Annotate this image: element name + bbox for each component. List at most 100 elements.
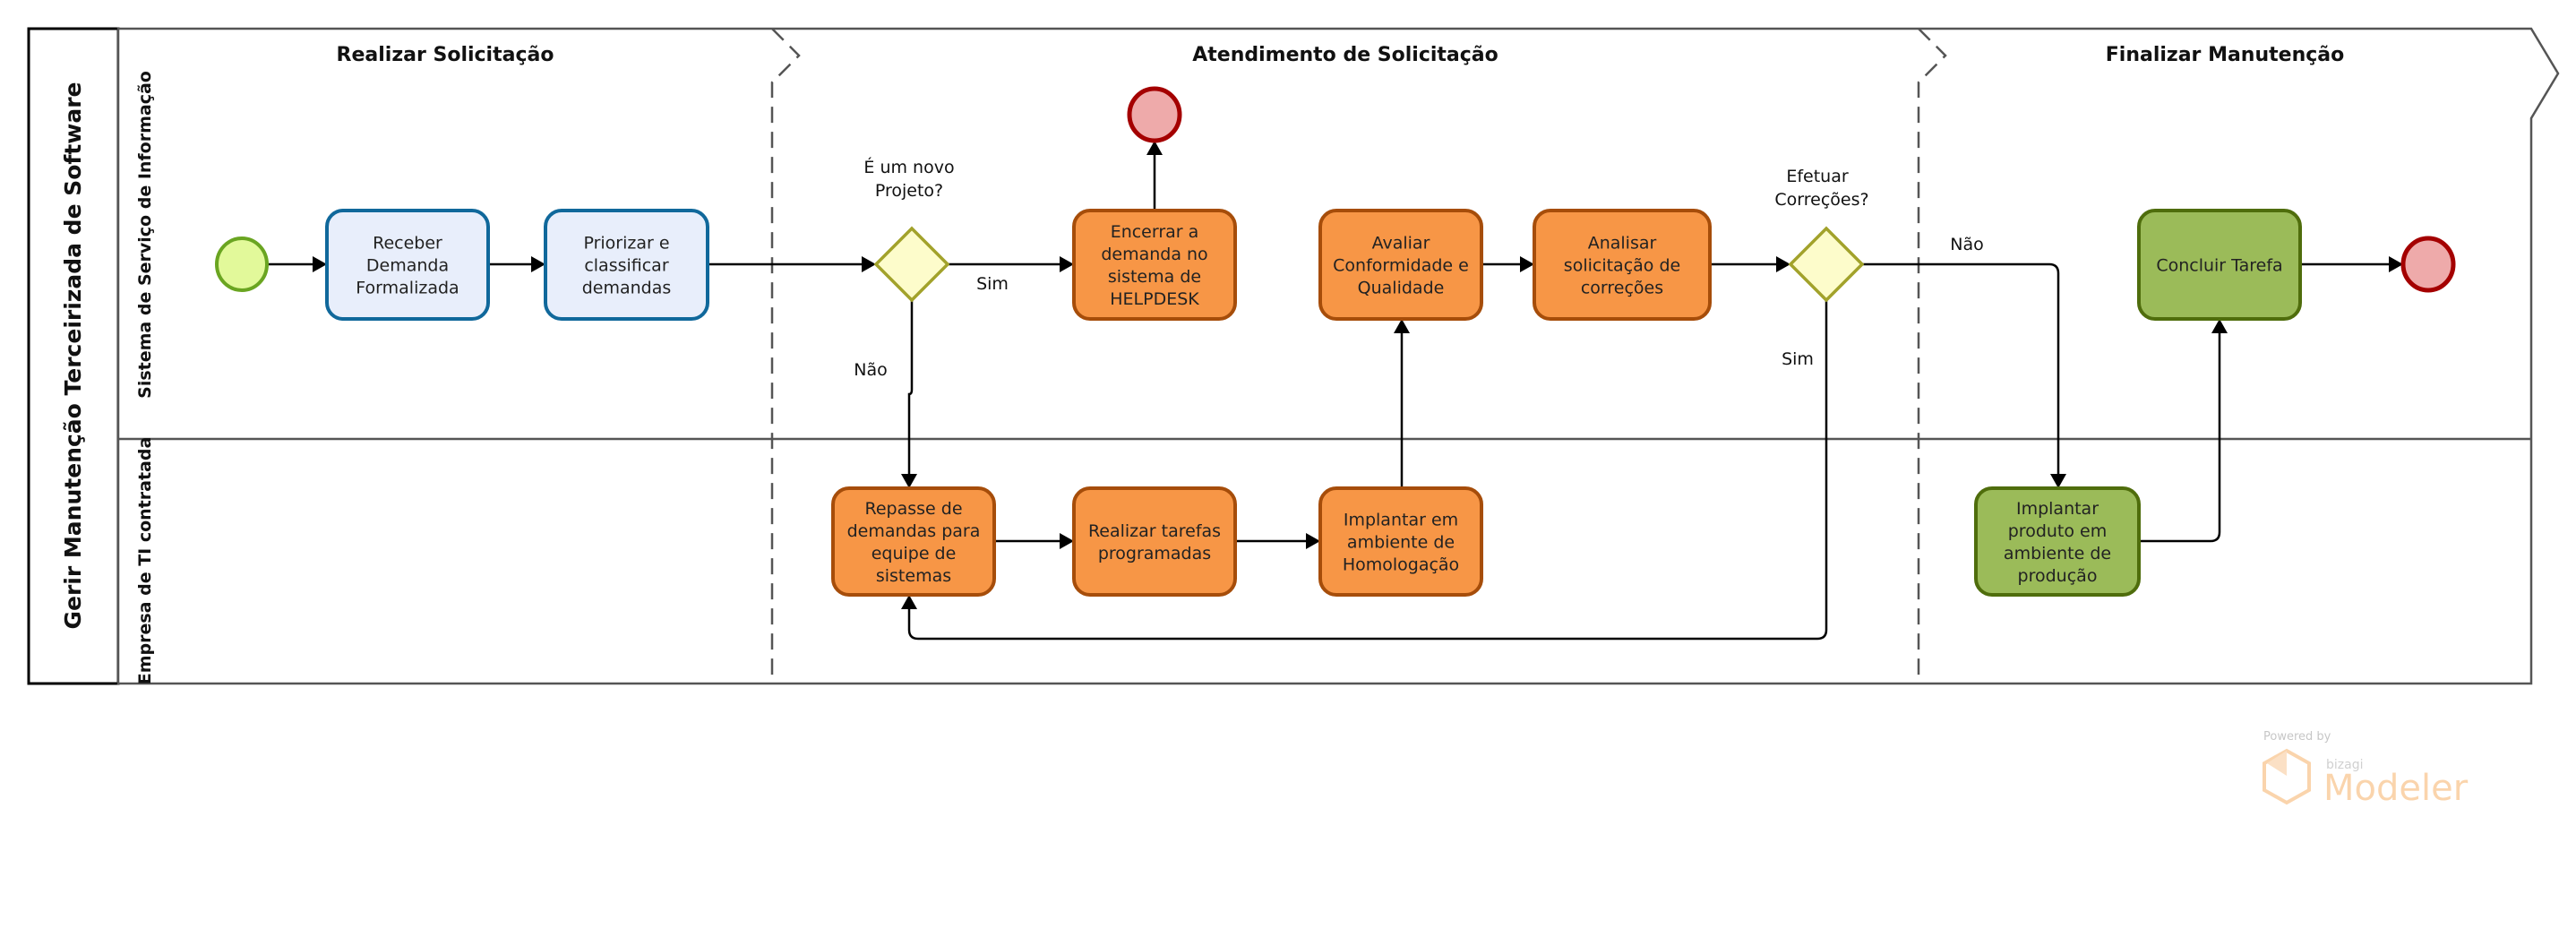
task-box[interactable] bbox=[544, 209, 709, 321]
lane-title-empresa: Empresa de TI contratada bbox=[135, 437, 155, 685]
task-label-line: Receber bbox=[373, 234, 442, 254]
gateway-label-line: É um novo bbox=[863, 157, 954, 177]
task-label-line: equipe de bbox=[872, 544, 957, 563]
task-box[interactable] bbox=[1072, 209, 1237, 321]
task-label-line: HELPDESK bbox=[1110, 289, 1199, 309]
bizagi-logo-icon bbox=[2263, 748, 2311, 805]
task-label-line: Formalizada bbox=[356, 279, 459, 298]
task-label-line: demandas para bbox=[847, 521, 981, 541]
bizagi-logo-facet bbox=[2267, 751, 2287, 776]
arrowhead bbox=[2389, 256, 2403, 272]
phase-separator-1 bbox=[770, 28, 801, 684]
pool-header bbox=[27, 27, 120, 685]
task-label-line: sistemas bbox=[876, 566, 951, 586]
gateway-novo-projeto[interactable]: É um novo Projeto? bbox=[863, 157, 955, 303]
task-label-line: produção bbox=[2018, 566, 2098, 586]
watermark-brand: bizagi bbox=[2326, 758, 2363, 772]
task-label-line: Concluir Tarefa bbox=[2156, 256, 2282, 276]
task-label-line: Analisar bbox=[1588, 234, 1657, 254]
gateway-diamond[interactable] bbox=[1788, 226, 1865, 303]
end-event-final[interactable] bbox=[2400, 236, 2456, 293]
task-label-line: produto em bbox=[2008, 521, 2108, 541]
arrowhead bbox=[1520, 256, 1534, 272]
phase-separator-2 bbox=[1917, 28, 1947, 684]
task-label-line: Realizar tarefas bbox=[1088, 521, 1221, 541]
task-label-line: demandas bbox=[582, 279, 672, 298]
arrowhead bbox=[1060, 256, 1074, 272]
arrowhead bbox=[313, 256, 327, 272]
task-box[interactable] bbox=[2137, 209, 2302, 321]
task-box[interactable] bbox=[325, 209, 490, 321]
phase-title-realizar: Realizar Solicitação bbox=[337, 44, 554, 66]
pool-body bbox=[116, 27, 2560, 685]
arrowhead bbox=[2050, 474, 2066, 488]
task-label-line: solicitação de bbox=[1564, 256, 1680, 276]
gateway-efetuar-correcoes[interactable]: Efetuar Correções? bbox=[1774, 167, 1869, 303]
task-box[interactable] bbox=[1318, 209, 1483, 321]
flow-gateway2-producao bbox=[1862, 262, 2060, 477]
arrowhead bbox=[531, 256, 545, 272]
flow-label-g2-sim: Sim bbox=[1782, 349, 1814, 369]
gateway-label-line: Efetuar bbox=[1786, 167, 1849, 186]
phase-title-finalizar: Finalizar Manutenção bbox=[2106, 44, 2344, 66]
gateway-diamond[interactable] bbox=[873, 226, 950, 303]
task-box[interactable] bbox=[1318, 486, 1483, 597]
watermark-product: Modeler bbox=[2323, 768, 2469, 809]
watermark-powered: Powered by bbox=[2263, 730, 2331, 744]
arrowhead bbox=[1060, 533, 1074, 549]
pool-title: Gerir Manutenção Terceirizada de Softwar… bbox=[60, 82, 86, 630]
arrowhead bbox=[2211, 319, 2228, 333]
task-label-line: Qualidade bbox=[1358, 279, 1445, 298]
arrowhead bbox=[1394, 319, 1410, 333]
task-label-line: classificar bbox=[584, 256, 669, 276]
phase-title-atendimento: Atendimento de Solicitação bbox=[1192, 44, 1498, 66]
task-label-line: Implantar bbox=[2016, 499, 2099, 519]
task-label-line: Conformidade e bbox=[1333, 256, 1469, 276]
task-label-line: correções bbox=[1581, 279, 1663, 298]
gateway-label-line: Projeto? bbox=[875, 181, 943, 201]
start-event[interactable] bbox=[215, 236, 269, 292]
end-event-helpdesk[interactable] bbox=[1127, 86, 1182, 143]
flow-label-g2-nao: Não bbox=[1950, 235, 1983, 254]
bizagi-watermark: Powered by bizagi Modeler bbox=[2263, 730, 2469, 809]
task-label-line: Avaliar bbox=[1372, 234, 1430, 254]
task-label-line: ambiente de bbox=[1347, 533, 1455, 553]
task-label-line: Priorizar e bbox=[583, 234, 669, 254]
arrowhead bbox=[862, 256, 876, 272]
flow-label-g1-sim: Sim bbox=[976, 274, 1009, 294]
phase-separators bbox=[770, 28, 1947, 684]
task-label-line: Encerrar a bbox=[1111, 222, 1199, 242]
task-concluir[interactable]: Concluir Tarefa bbox=[2137, 209, 2302, 321]
lane-title-sistema: Sistema de Serviço de Informação bbox=[135, 71, 155, 399]
pool: Gerir Manutenção Terceirizada de Softwar… bbox=[27, 27, 2560, 685]
arrowhead bbox=[1306, 533, 1320, 549]
arrowhead bbox=[1146, 141, 1163, 155]
flow-label-g1-nao: Não bbox=[854, 360, 887, 380]
task-box[interactable] bbox=[831, 486, 996, 597]
sequence-flows bbox=[268, 141, 2403, 641]
task-label-line: Homologação bbox=[1343, 555, 1459, 575]
flow-producao-concluir bbox=[2139, 331, 2221, 543]
task-box[interactable] bbox=[1533, 209, 1712, 321]
task-label-line: Demanda bbox=[366, 256, 449, 276]
arrowhead bbox=[1776, 256, 1790, 272]
gateway-label-line: Correções? bbox=[1774, 190, 1868, 210]
task-box[interactable] bbox=[1072, 486, 1237, 597]
task-label-line: ambiente de bbox=[2004, 544, 2111, 563]
arrowhead bbox=[901, 595, 917, 609]
task-label-line: programadas bbox=[1098, 544, 1211, 563]
task-label-line: sistema de bbox=[1108, 267, 1201, 287]
task-box[interactable] bbox=[1974, 486, 2141, 597]
task-realizar[interactable]: Realizar tarefas programadas bbox=[1072, 486, 1237, 597]
flow-gateway1-repasse bbox=[907, 300, 914, 477]
